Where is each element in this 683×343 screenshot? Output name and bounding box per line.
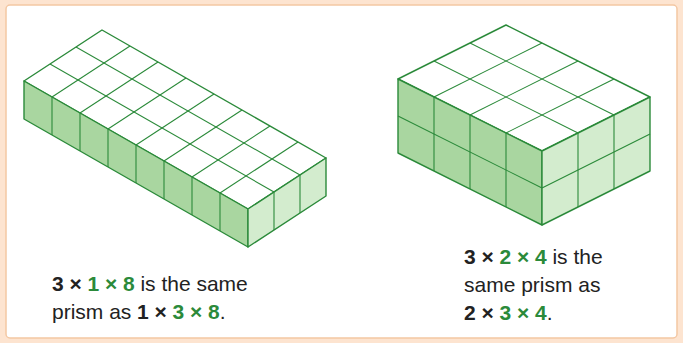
caption-text: . [547, 301, 553, 324]
flat-prism [24, 30, 326, 247]
cube-edge [434, 61, 578, 133]
prisms [24, 25, 650, 247]
cube-edge [273, 192, 274, 230]
cube-edge [51, 97, 52, 135]
caption-text: is the same [140, 272, 247, 295]
cube-edge [470, 43, 614, 115]
panel [6, 5, 677, 338]
cube-edge [219, 193, 220, 231]
cube-edge [107, 129, 108, 167]
side-face [542, 97, 650, 225]
caption-text: is the [552, 245, 602, 268]
cube-edge [50, 64, 274, 192]
cube-edge [506, 79, 614, 133]
cube-edge [191, 177, 192, 215]
green-factors: 3 × 8 [172, 300, 219, 323]
green-factors: 2 × 4 [499, 245, 546, 268]
factor: 3 × [464, 245, 494, 268]
factor: 2 × [464, 301, 494, 324]
cube-edge [299, 175, 300, 213]
green-factors: 3 × 4 [499, 301, 546, 324]
caption-text: . [220, 300, 226, 323]
factor: 1 × [137, 300, 167, 323]
cube-edge [398, 116, 542, 188]
cube-edge [135, 145, 136, 183]
front-face [24, 81, 248, 247]
cube-edge [470, 61, 578, 115]
cube-edge [434, 43, 542, 97]
caption-text: prism as [52, 300, 131, 323]
caption: 3 ×1 × 8 is the same prism as 1 ×3 × 8. [52, 270, 248, 326]
caption: 3 ×2 × 4 is the same prism as 2 ×3 × 4. [464, 243, 603, 327]
cube-edge [79, 113, 80, 151]
side-face [248, 158, 326, 247]
factor: 3 × [52, 272, 82, 295]
cube-edge [163, 161, 164, 199]
green-factors: 1 × 8 [87, 272, 134, 295]
cube-edge [542, 134, 650, 188]
cube-edge [76, 47, 300, 175]
front-face [398, 79, 542, 225]
tall-prism [398, 25, 650, 225]
caption-text: same prism as [464, 273, 601, 296]
